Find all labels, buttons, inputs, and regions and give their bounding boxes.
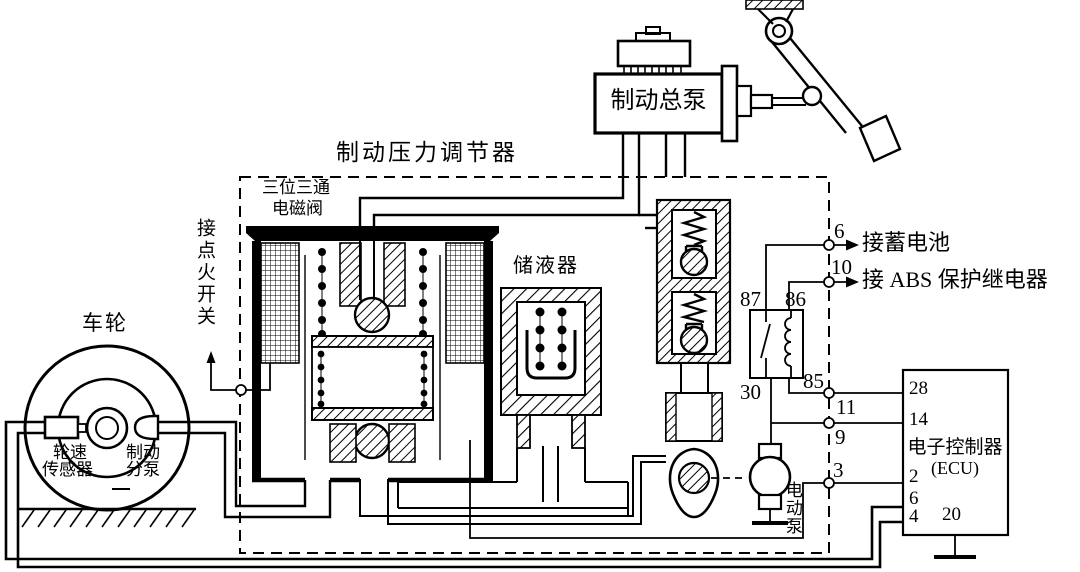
solenoid-valve xyxy=(246,226,499,483)
wheel-assembly xyxy=(18,344,196,528)
brake-cylinder-label-1: 制动 xyxy=(126,443,160,462)
terminal-3 xyxy=(823,477,835,489)
reservoir-piston-cup xyxy=(525,330,577,380)
master-cylinder xyxy=(593,26,806,143)
valve-ball-upper xyxy=(353,296,391,334)
harness-terminal-9: 9 xyxy=(835,425,846,449)
ecu-pin-20: 20 xyxy=(942,504,961,525)
brake-wheel-cylinder-shape xyxy=(133,414,160,441)
wheel-label: 车轮 xyxy=(82,311,128,335)
check-ball-upper xyxy=(679,247,709,277)
check-valve-spring-lower xyxy=(679,292,709,324)
harness-terminal-11: 11 xyxy=(836,395,857,419)
coil-left xyxy=(260,242,300,364)
ecu-pin-28: 28 xyxy=(909,378,928,399)
terminal-ignition xyxy=(235,384,247,396)
wheel-speed-sensor-shape xyxy=(43,415,80,440)
brake-pedal xyxy=(745,0,902,163)
terminal-10 xyxy=(823,276,835,288)
ecu-pin-4: 4 xyxy=(909,506,919,527)
reservoir-label: 储液器 xyxy=(513,255,579,277)
relay-coil xyxy=(784,317,792,367)
electric-motor xyxy=(748,442,792,511)
harness-terminal-3: 3 xyxy=(833,458,844,482)
wheel-speed-sensor-label-2: 传感器 xyxy=(42,460,93,479)
brake-cylinder-label-2: 分泵 xyxy=(126,460,160,479)
to-battery-label: 接蓄电池 xyxy=(862,230,951,255)
pedal-pad xyxy=(858,114,902,163)
valve-ball-lower xyxy=(353,422,391,460)
ecu-pin-6: 6 xyxy=(909,488,919,509)
check-valve-spring-upper xyxy=(679,210,709,247)
reservoir xyxy=(500,287,602,449)
pump-rotor xyxy=(677,461,711,495)
ecu-pin-14: 14 xyxy=(909,409,928,430)
harness-terminal-6: 6 xyxy=(834,219,845,243)
solenoid-valve-label-2: 电磁阀 xyxy=(272,199,323,218)
abs-relay xyxy=(749,309,804,379)
relay-terminal-86: 86 xyxy=(785,287,806,311)
master-cylinder-label: 制动总泵 xyxy=(610,88,707,114)
ecu-label-2: (ECU) xyxy=(931,458,979,478)
regulator-title: 制动压力调节器 xyxy=(336,140,518,165)
electric-wires xyxy=(4,239,976,569)
relay-terminal-85: 85 xyxy=(803,369,824,393)
pressure-regulator-boundary xyxy=(239,176,830,554)
hydraulic-pipes xyxy=(158,132,687,525)
coil-right xyxy=(445,242,485,364)
ecu-pin-2: 2 xyxy=(909,466,919,487)
relay-terminal-87: 87 xyxy=(740,287,761,311)
electric-pump-label: 电动泵 xyxy=(782,481,802,535)
ecu-box xyxy=(901,368,1010,537)
relay-contact xyxy=(760,310,771,378)
terminal-6 xyxy=(823,239,835,251)
pump-valve-assembly xyxy=(655,198,747,519)
terminal-11 xyxy=(823,387,835,399)
to-abs-relay-label: 接 ABS 保护继电器 xyxy=(862,267,1048,292)
ecu-label-1: 电子控制器 xyxy=(907,437,1003,458)
terminal-9 xyxy=(823,417,835,429)
solenoid-valve-label-1: 三位三通 xyxy=(262,178,330,197)
boundary-terminals xyxy=(235,239,835,489)
ignition-switch-label: 接点火开关 xyxy=(193,218,215,328)
check-ball-lower xyxy=(679,325,709,355)
wheel-speed-sensor-label-1: 轮速 xyxy=(53,443,87,462)
relay-terminal-30: 30 xyxy=(740,380,761,404)
harness-terminal-10: 10 xyxy=(831,255,852,279)
